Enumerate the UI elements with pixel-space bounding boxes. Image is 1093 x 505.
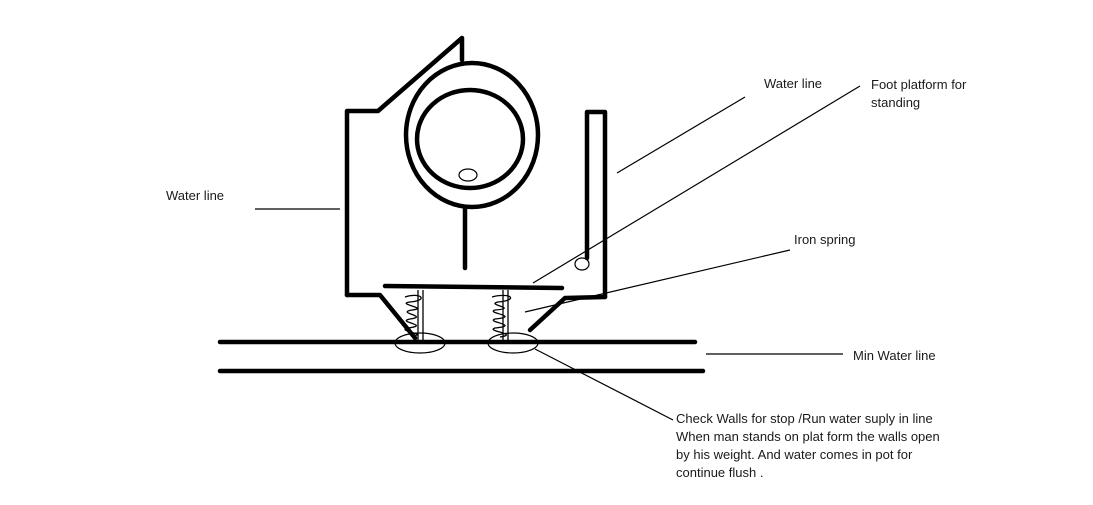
foot-platform-bar [382,283,565,291]
label-water-line-right: Water line [764,76,823,91]
label-iron-spring: Iron spring [794,232,856,247]
right-funnel-wall [527,294,608,333]
tank-outline [344,35,465,298]
label-foot-platform-2: standing [871,95,921,110]
leader-foot-platform [532,85,861,284]
leader-water-line-right [616,96,746,174]
bowl-inner-ring [414,87,526,191]
label-check-walls-2: When man stands on plat form the walls o… [676,429,940,444]
leader-iron-spring [524,249,791,313]
right-wall-outer [584,109,608,300]
left-spring [404,290,424,340]
leader-check-walls [534,348,674,421]
right-spring [491,290,512,340]
right-wall-hole [574,257,590,271]
drain-hole [458,168,478,182]
label-min-water-line: Min Water line [853,348,936,363]
label-water-line-left: Water line [166,188,225,203]
left-funnel-wall [344,292,418,341]
label-check-walls-1: Check Walls for stop /Run water suply in… [676,411,933,426]
label-check-walls-4: continue flush . [676,465,764,480]
bowl-outer-ring [403,60,541,210]
label-foot-platform-1: Foot platform for [871,77,967,92]
label-check-walls-3: by his weight. And water comes in pot fo… [676,447,913,462]
